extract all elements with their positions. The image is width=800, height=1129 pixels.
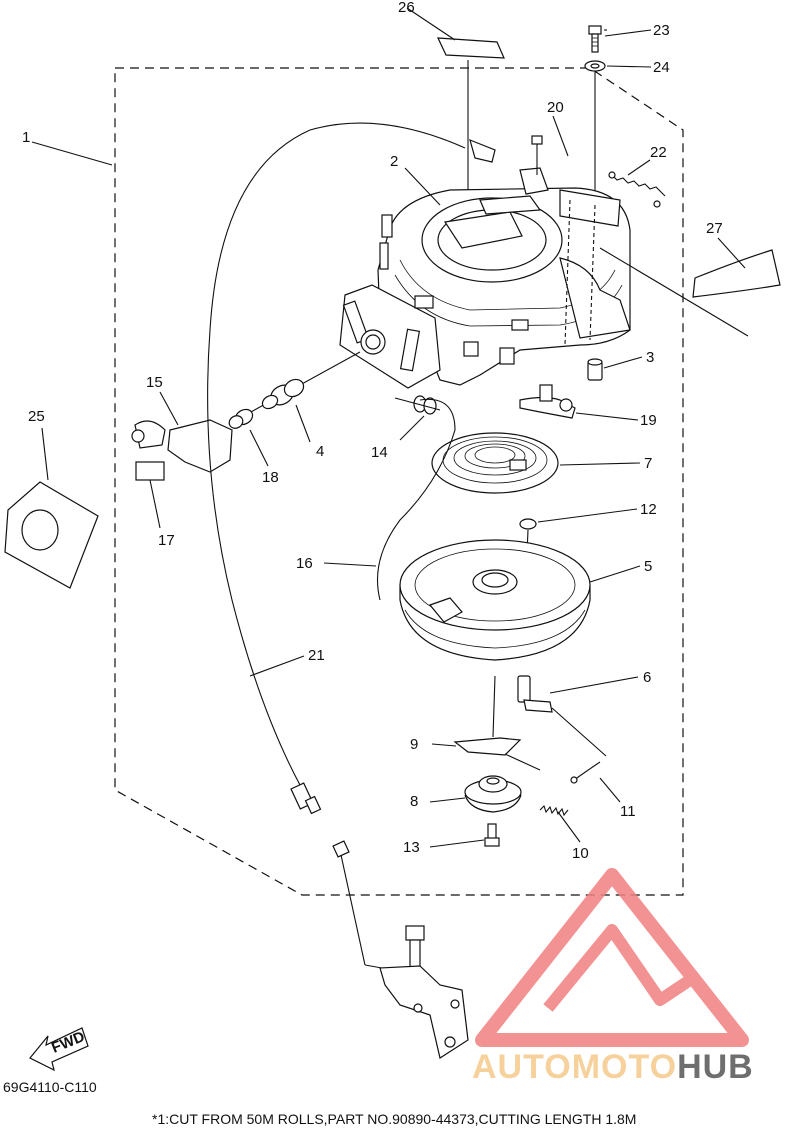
svg-text:AUTOMOTOHUB: AUTOMOTOHUB <box>472 1048 754 1086</box>
callout-10: 10 <box>572 845 589 862</box>
part-15-bracket <box>131 391 233 473</box>
callout-4: 4 <box>316 443 324 460</box>
part-13-bolt <box>484 823 500 847</box>
callout-19: 19 <box>640 412 657 429</box>
leader-lines <box>31 7 746 848</box>
callout-6: 6 <box>643 669 651 686</box>
part-27-strip <box>692 249 781 298</box>
part-6-pawl <box>517 675 607 757</box>
callout-8: 8 <box>410 793 418 810</box>
part-2-starter-case <box>339 167 631 389</box>
callout-2: 2 <box>390 153 398 170</box>
callout-18: 18 <box>262 469 279 486</box>
diagram-code: 69G4110-C110 <box>3 1079 97 1095</box>
logo-text-hub: HUB <box>677 1048 754 1086</box>
part-22-spring <box>608 171 666 208</box>
callouts: 1 2 3 4 5 6 7 8 9 10 11 12 13 14 15 16 1… <box>22 0 723 862</box>
callout-14: 14 <box>371 444 388 461</box>
assembly-boundary <box>114 67 684 896</box>
callout-13: 13 <box>403 839 420 856</box>
fwd-arrow-icon: FWD <box>29 1027 89 1072</box>
callout-15: 15 <box>146 374 163 391</box>
part-11-spring <box>570 761 601 784</box>
callout-16: 16 <box>296 555 313 572</box>
callout-1: 1 <box>22 129 30 146</box>
part-20-pin <box>531 135 543 175</box>
callout-5: 5 <box>644 558 652 575</box>
part-8-drive-plate <box>464 775 522 813</box>
callout-7: 7 <box>644 455 652 472</box>
callout-12: 12 <box>640 501 657 518</box>
callout-25: 25 <box>28 408 45 425</box>
footnote: *1:CUT FROM 50M ROLLS,PART NO.90890-4437… <box>152 1111 636 1127</box>
callout-9: 9 <box>410 736 418 753</box>
callout-11: 11 <box>620 803 636 820</box>
callout-27: 27 <box>706 220 723 237</box>
callout-22: 22 <box>650 144 667 161</box>
callout-23: 23 <box>653 22 670 39</box>
logo-text-main: AUTOMOTO <box>472 1048 677 1086</box>
callout-20: 20 <box>547 99 564 116</box>
callout-3: 3 <box>646 349 654 366</box>
part-25-pad <box>4 427 99 589</box>
callout-21: 21 <box>308 647 325 664</box>
part-9-plate <box>453 675 541 771</box>
callout-26: 26 <box>398 0 415 16</box>
automotohub-logo: AUTOMOTOHUB <box>472 868 754 1086</box>
part-23-bolt <box>588 25 602 53</box>
part-10-spring <box>539 804 569 817</box>
part-16-cable <box>377 398 456 601</box>
part-5-pulley <box>399 539 591 661</box>
part-3-nut <box>587 358 603 381</box>
part-19-lever <box>519 384 576 419</box>
part-18-fitting <box>228 408 269 467</box>
part-4-grommet <box>239 351 361 443</box>
callout-24: 24 <box>653 59 670 76</box>
part-14-clamp <box>394 395 441 441</box>
part-21-cable <box>207 122 496 858</box>
part-17-clip <box>135 461 165 529</box>
lower-bracket <box>340 854 469 1059</box>
part-24-washer <box>584 60 606 200</box>
callout-17: 17 <box>158 532 175 549</box>
